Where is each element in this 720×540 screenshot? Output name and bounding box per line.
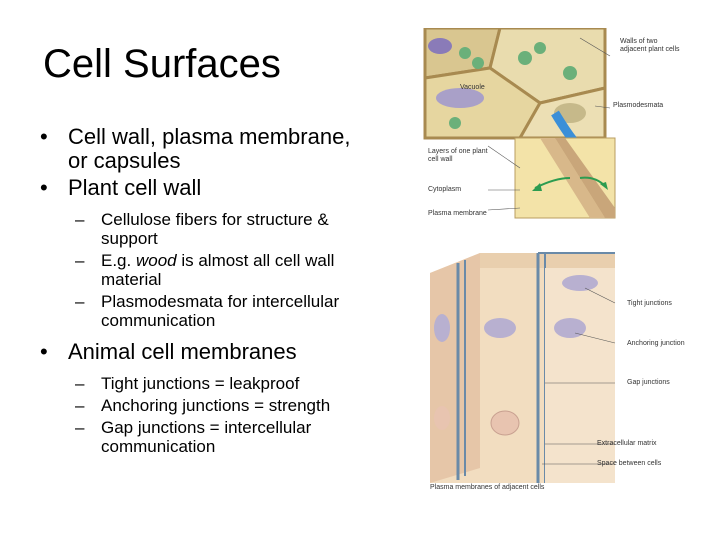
bullet-icon: • xyxy=(40,124,48,149)
label-plasma-membranes: Plasma membranes of adjacent cells xyxy=(430,484,545,491)
sub-bullet-text: Plasmodesmata for intercellular communic… xyxy=(101,292,340,330)
sub-bullet-item: – Gap junctions = intercellular communic… xyxy=(38,418,358,456)
sub-bullet-text: Gap junctions = intercellular communicat… xyxy=(101,418,312,456)
bullet-text: Plant cell wall xyxy=(68,175,202,200)
dash-icon: – xyxy=(75,374,85,393)
label-walls: Walls of two adjacent plant cells xyxy=(620,38,680,53)
bullet-item: • Plant cell wall xyxy=(38,176,358,200)
cell-illustration xyxy=(423,26,616,483)
sub-bullet-item: – Anchoring junctions = strength xyxy=(38,396,358,415)
label-vacuole: Vacuole xyxy=(460,84,485,91)
label-extracellular-matrix: Extracellular matrix xyxy=(597,440,657,447)
dash-icon: – xyxy=(75,210,85,229)
label-anchoring-junction: Anchoring junction xyxy=(627,340,685,347)
bullet-icon: • xyxy=(40,339,48,364)
sub-bullet-text: Anchoring junctions = strength xyxy=(101,396,331,415)
animal-cells-illustration xyxy=(430,252,616,483)
sub-bullet-item: – Cellulose fibers for structure & suppo… xyxy=(38,210,358,248)
label-gap-junctions: Gap junctions xyxy=(627,379,670,386)
bullet-item: • Animal cell membranes xyxy=(38,340,358,364)
sub-bullet-text-tail: is almost all cell wall material xyxy=(101,251,335,289)
emphasis-text: wood xyxy=(135,251,177,270)
label-space-between-cells: Space between cells xyxy=(597,460,662,467)
sub-bullet-text: Tight junctions = leakproof xyxy=(101,374,300,393)
sub-bullet-item: – Tight junctions = leakproof xyxy=(38,374,358,393)
sub-bullet-text: Cellulose fibers for structure & support xyxy=(101,210,329,248)
dash-icon: – xyxy=(75,292,85,311)
label-layers: Layers of one plant cell wall xyxy=(428,148,488,163)
sub-bullet-text: E.g. xyxy=(101,251,136,270)
dash-icon: – xyxy=(75,396,85,415)
plant-cells-illustration xyxy=(423,26,607,166)
sub-bullet-item: – E.g. wood is almost all cell wall mate… xyxy=(38,251,358,289)
bullet-list: • Cell wall, plasma membrane, or capsule… xyxy=(38,125,358,459)
bullet-item: • Cell wall, plasma membrane, or capsule… xyxy=(38,125,358,173)
label-tight-junctions: Tight junctions xyxy=(627,300,672,307)
bullet-text: Animal cell membranes xyxy=(68,339,297,364)
bullet-icon: • xyxy=(40,175,48,200)
label-plasmodesmata: Plasmodesmata xyxy=(613,102,664,109)
dash-icon: – xyxy=(75,418,85,437)
sub-bullet-item: – Plasmodesmata for intercellular commun… xyxy=(38,292,358,330)
bullet-text: Cell wall, plasma membrane, or capsules xyxy=(68,124,351,173)
dash-icon: – xyxy=(75,251,85,270)
label-plasma-membrane: Plasma membrane xyxy=(428,210,487,217)
slide-title: Cell Surfaces xyxy=(43,42,281,86)
cell-wall-detail xyxy=(487,37,616,219)
cell-figure: Walls of two adjacent plant cells Vacuol… xyxy=(420,26,715,498)
label-cytoplasm: Cytoplasm xyxy=(428,186,462,193)
